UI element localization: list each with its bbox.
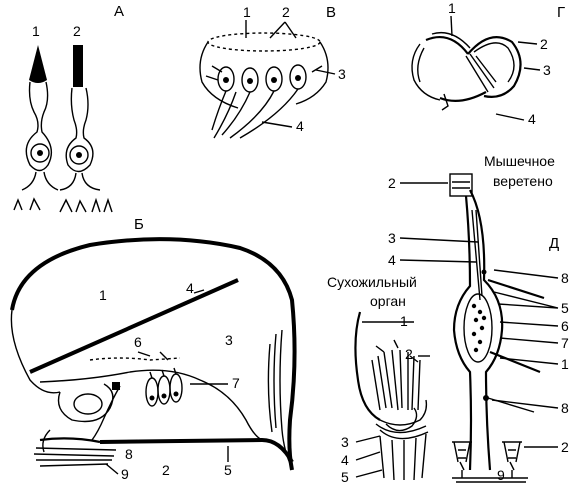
- panel-v-letter: В: [326, 4, 336, 21]
- panel-a-label-1: 1: [32, 23, 40, 39]
- spindle-label-7: 7: [561, 335, 569, 351]
- panel-v-label-2: 2: [282, 4, 290, 20]
- panel-v-taste-bud: В 1 2 3 4: [199, 4, 346, 139]
- panel-b-label-5: 5: [224, 462, 232, 478]
- panel-v-label-3: 3: [338, 66, 346, 82]
- panel-v-label-1: 1: [243, 4, 251, 20]
- panel-a-photoreceptors: А 1 2: [13, 3, 124, 213]
- tendon-organ-title-line2: орган: [370, 293, 406, 309]
- spindle-label-4: 4: [388, 252, 396, 268]
- spindle-label-5: 5: [561, 300, 569, 316]
- panel-g-letter: Г: [557, 4, 565, 21]
- taste-cells: [217, 64, 307, 93]
- panel-a-letter: А: [114, 3, 124, 20]
- panel-b-label-3: 3: [225, 332, 233, 348]
- tendon-label-2: 2: [405, 346, 413, 362]
- panel-b-cochlear-duct: Б 1 2 3 4 5 6 7 8 9: [10, 216, 297, 482]
- panel-b-label-6: 6: [134, 334, 142, 350]
- spindle-label-8-top: 8: [561, 270, 569, 286]
- panel-g-label-1: 1: [448, 0, 456, 16]
- tendon-organ: [354, 311, 430, 481]
- spindle-label-6: 6: [561, 318, 569, 334]
- panel-b-label-1: 1: [99, 287, 107, 303]
- panel-v-label-4: 4: [296, 118, 304, 134]
- tendon-organ-title-line1: Сухожильный: [327, 274, 417, 290]
- panel-b-label-2: 2: [162, 462, 170, 478]
- tendon-label-3: 3: [341, 434, 349, 450]
- spindle-label-2-bottom: 2: [561, 439, 569, 455]
- panel-d-letter: Д: [549, 235, 559, 252]
- panel-d-proprioceptors: Д Мышечное веретено Сухожильный орган 2 …: [327, 153, 569, 485]
- panel-g-label-2: 2: [540, 36, 548, 52]
- panel-g-label-4: 4: [528, 111, 536, 127]
- spindle-label-3: 3: [388, 230, 396, 246]
- panel-b-label-4: 4: [186, 280, 194, 296]
- muscle-spindle: [449, 173, 545, 483]
- spindle-label-8-bottom: 8: [561, 400, 569, 416]
- muscle-spindle-title-line2: веретено: [493, 173, 553, 189]
- panel-b-label-8: 8: [125, 446, 133, 462]
- panel-g-label-3: 3: [543, 62, 551, 78]
- panel-b-letter: Б: [134, 216, 144, 233]
- panel-a-label-2: 2: [73, 23, 81, 39]
- spindle-label-2-top: 2: [388, 175, 396, 191]
- synaptic-endings: [13, 197, 113, 213]
- muscle-spindle-title-line1: Мышечное: [484, 153, 555, 169]
- panel-b-label-7: 7: [232, 375, 240, 391]
- tendon-label-5: 5: [341, 469, 349, 485]
- panel-g-hair-receptor: Г 1 2 3 4: [411, 0, 565, 127]
- tendon-label-4: 4: [341, 452, 349, 468]
- tendon-label-1: 1: [400, 313, 408, 329]
- spindle-label-1: 1: [561, 356, 569, 372]
- panel-b-label-9: 9: [121, 466, 129, 482]
- rod-cell: [59, 45, 101, 191]
- cone-cell: [21, 45, 59, 191]
- spindle-label-9: 9: [497, 467, 505, 483]
